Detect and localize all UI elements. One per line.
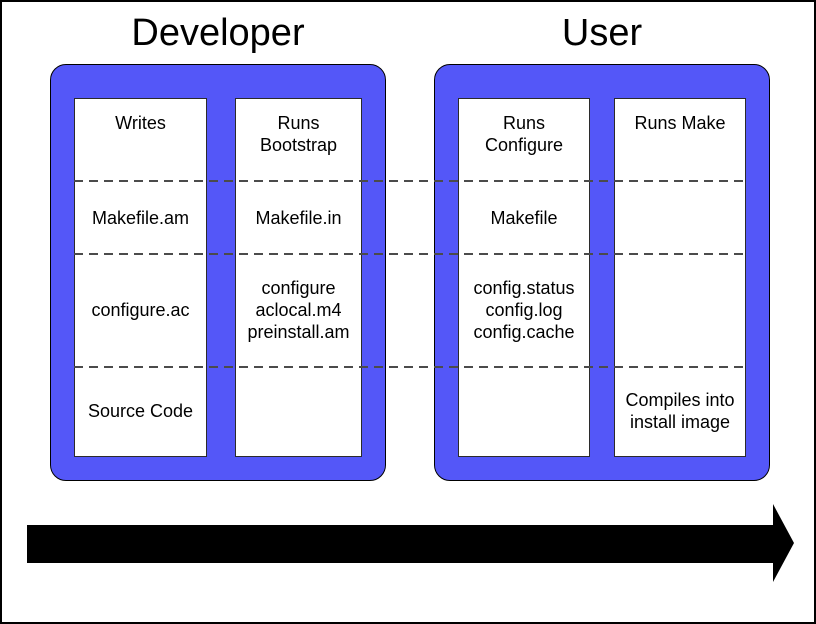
cell-runs-bootstrap: Runs Bootstrap [259,113,338,155]
cell-runs-configure: Runs Configure [484,113,564,155]
column-developer-writes: Writes Makefile.am configure.ac Source C… [74,98,207,457]
cell-writes: Writes [115,113,166,133]
cell-empty [459,367,589,456]
cell-empty [615,254,745,366]
dashed-separator-3 [74,366,744,368]
column-user-configure: Runs Configure Makefile config.status co… [458,98,590,457]
dashed-separator-2 [74,253,744,255]
cell-config-outputs: config.status config.log config.cache [473,278,575,343]
cell-configure-ac: configure.ac [91,300,190,321]
cell-empty [236,367,361,456]
cell-makefile-in: Makefile.in [255,207,342,228]
flow-arrow-shape [27,504,794,582]
user-title: User [561,12,643,54]
column-developer-bootstrap: Runs Bootstrap Makefile.in configure acl… [235,98,362,457]
cell-makefile-am: Makefile.am [91,207,190,228]
column-user-make: Runs Make Compiles into install image [614,98,746,457]
cell-empty [615,182,745,255]
cell-makefile: Makefile [490,207,558,228]
cell-configure-outputs: configure aclocal.m4 preinstall.am [247,278,350,343]
cell-source-code: Source Code [87,401,194,422]
cell-runs-make: Runs Make [634,113,726,133]
cell-compiles-into: Compiles into install image [625,390,735,433]
developer-title: Developer [131,12,305,54]
dashed-separator-1 [74,180,744,182]
